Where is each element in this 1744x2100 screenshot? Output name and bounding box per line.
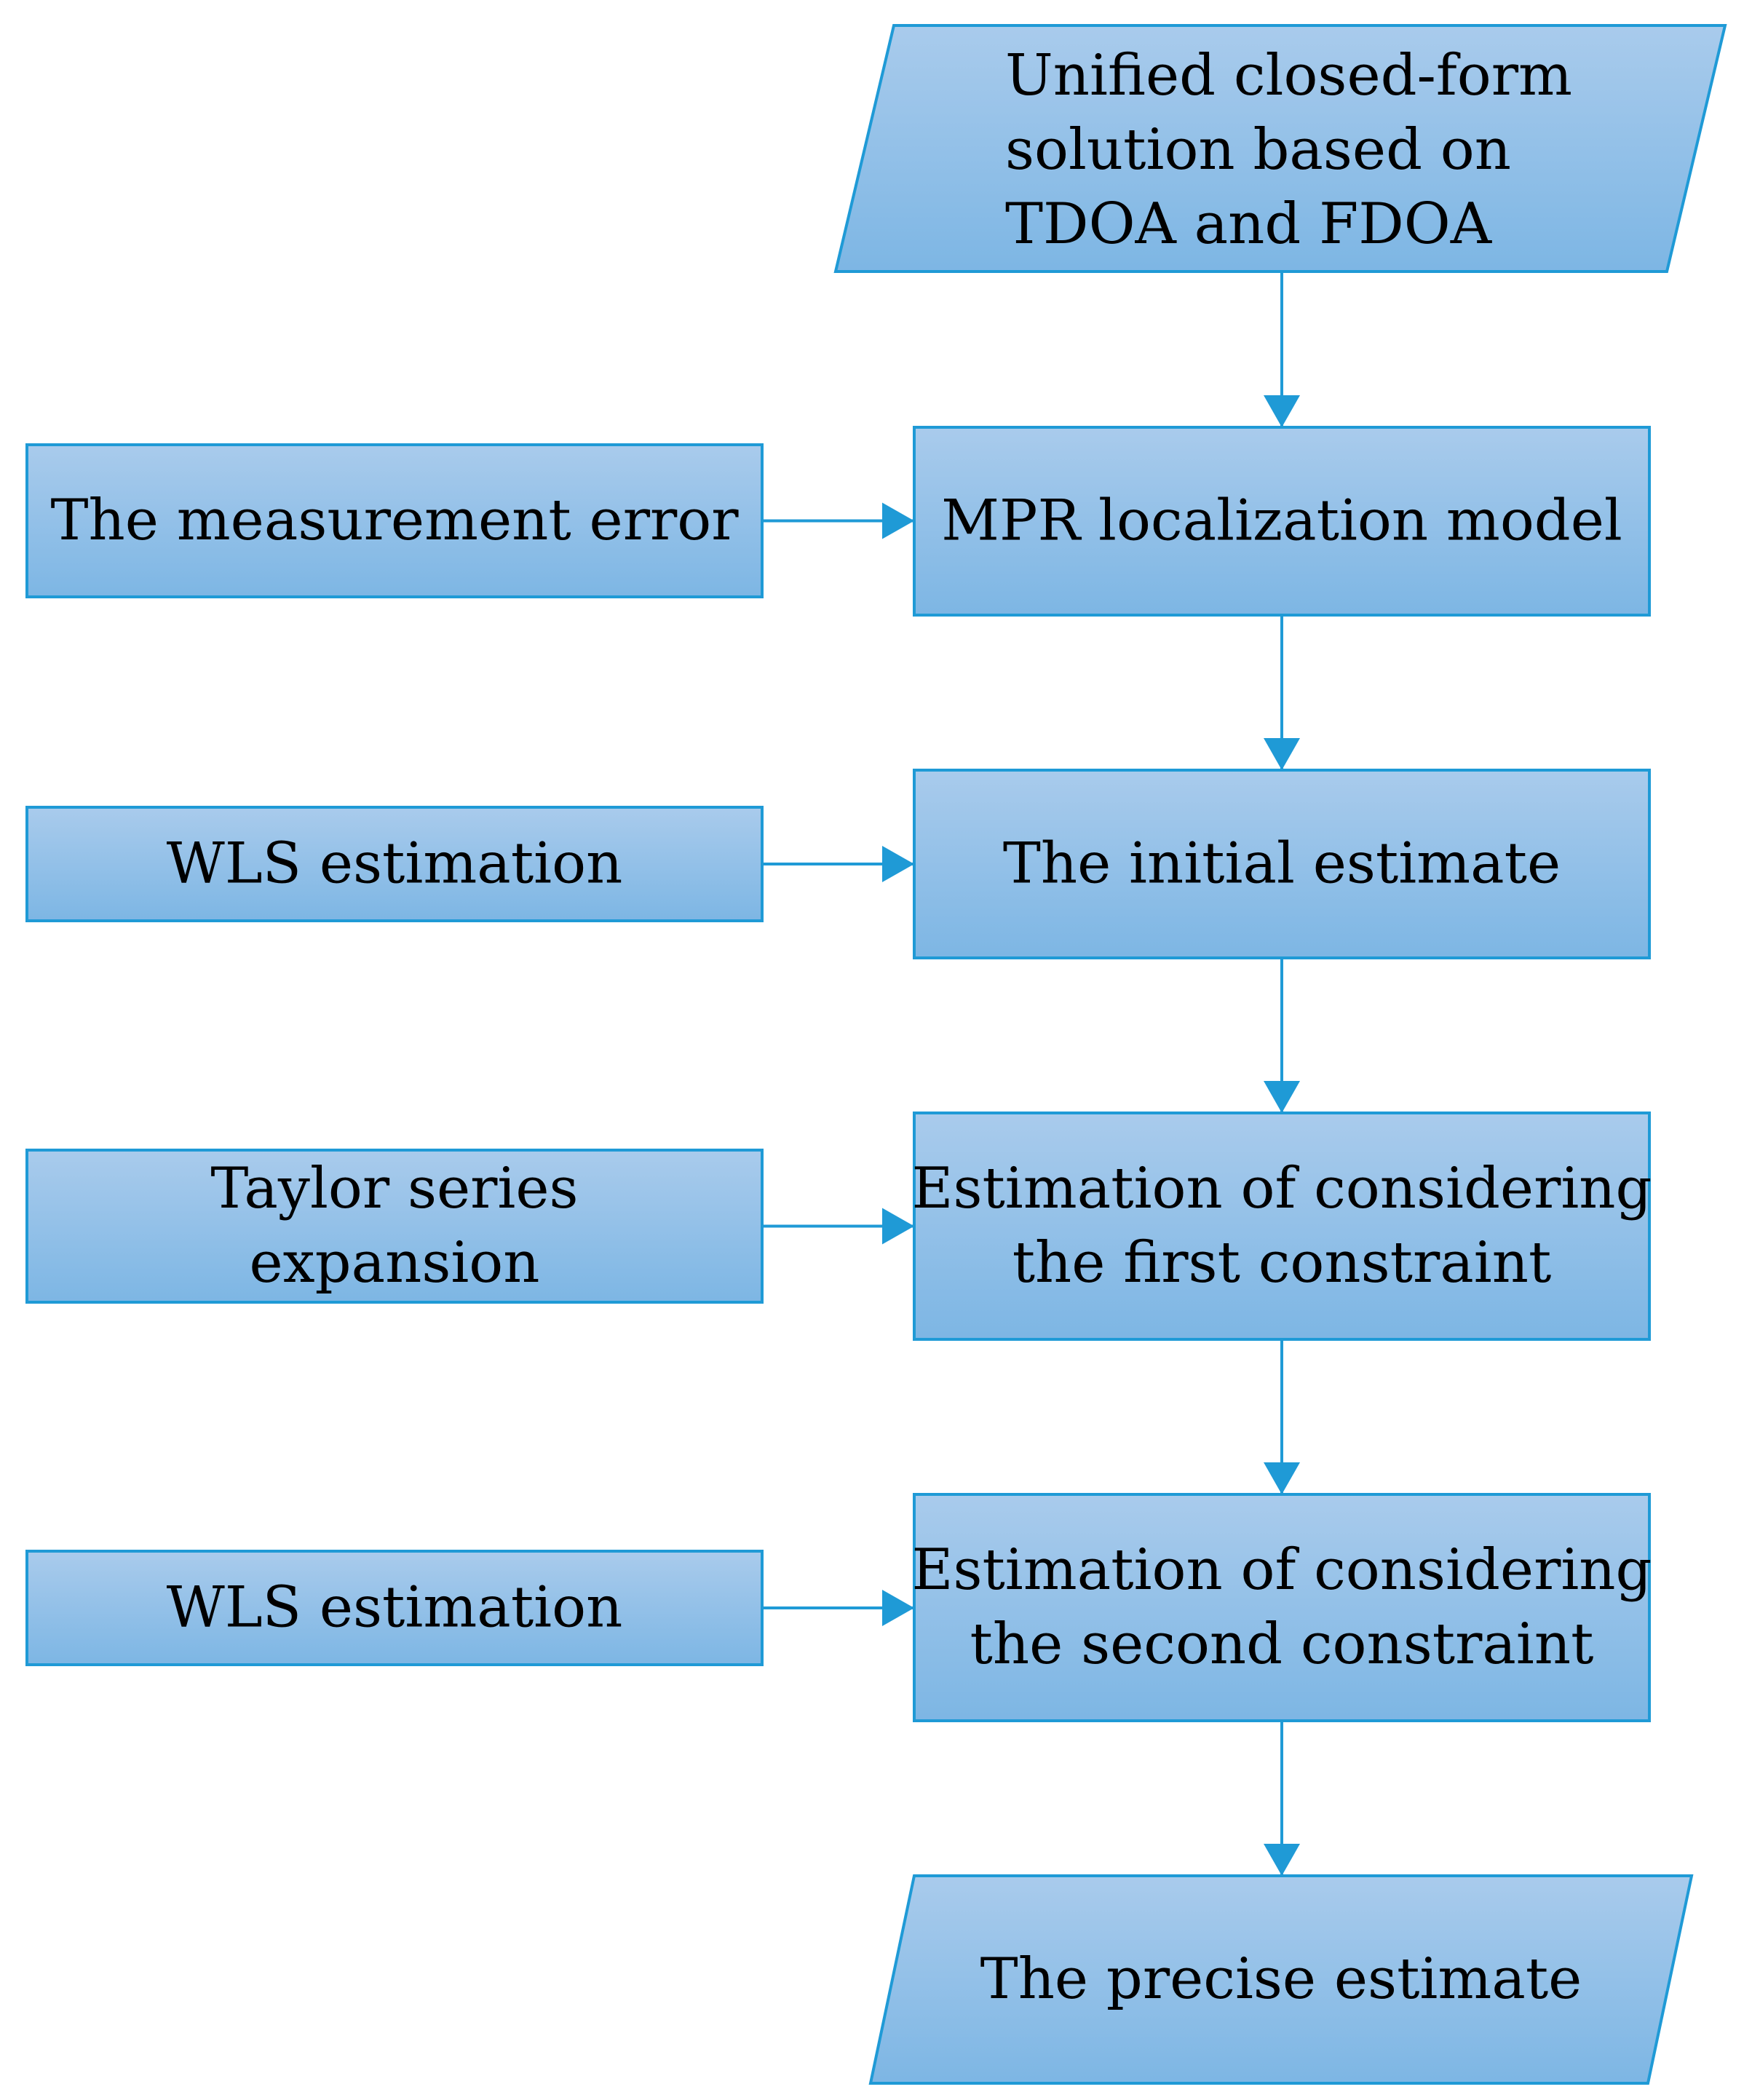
node-label-line: WLS estimation bbox=[167, 1575, 623, 1641]
node-label-line: The measurement error bbox=[50, 488, 739, 553]
node-label-line: MPR localization model bbox=[941, 488, 1622, 554]
node-label-line: The precise estimate bbox=[980, 1946, 1582, 2012]
node-label-line: the second constraint bbox=[970, 1612, 1594, 1677]
rectangle-shape bbox=[25, 806, 764, 922]
nodes: Unified closed-form solution based on TDOA… bbox=[25, 24, 1727, 2085]
node-initial-estimate: The initial estimate bbox=[913, 769, 1651, 959]
node-mpr-model: MPR localization model bbox=[913, 426, 1651, 617]
node-measurement-error: The measurement error bbox=[25, 443, 764, 598]
node-wls-1: WLS estimation bbox=[25, 806, 764, 922]
rectangle-shape bbox=[913, 1493, 1651, 1722]
rectangle-shape bbox=[25, 1550, 764, 1666]
rectangle-shape bbox=[25, 443, 764, 598]
parallelogram-shape bbox=[868, 1874, 1694, 2085]
node-label-line: the first constraint bbox=[1012, 1230, 1552, 1296]
node-label-line: The initial estimate bbox=[1003, 831, 1561, 897]
parallelogram-shape bbox=[833, 24, 1727, 273]
node-second-constraint: Estimation of considering the second cons… bbox=[912, 1493, 1652, 1722]
node-label-line: Unified closed-form bbox=[1005, 43, 1572, 108]
node-taylor: Taylor series expansion bbox=[25, 1149, 764, 1304]
node-input: Unified closed-form solution based on TDOA… bbox=[833, 24, 1727, 273]
node-wls-2: WLS estimation bbox=[25, 1550, 764, 1666]
rectangle-shape bbox=[913, 426, 1651, 617]
node-output: The precise estimate bbox=[868, 1874, 1694, 2085]
node-first-constraint: Estimation of considering the first const… bbox=[912, 1112, 1652, 1341]
rectangle-shape bbox=[913, 769, 1651, 959]
node-label-line: Estimation of considering bbox=[912, 1156, 1652, 1221]
rectangle-shape bbox=[25, 1149, 764, 1304]
rectangle-shape bbox=[913, 1112, 1651, 1341]
edges bbox=[762, 272, 1300, 1876]
node-label-line: TDOA and FDOA bbox=[1005, 191, 1493, 257]
node-label-line: WLS estimation bbox=[167, 831, 623, 897]
node-label-line: Estimation of considering bbox=[912, 1537, 1652, 1603]
node-label-line: Taylor series bbox=[210, 1156, 578, 1221]
node-label-line: solution based on bbox=[1005, 117, 1511, 183]
node-label-line: expansion bbox=[250, 1230, 540, 1296]
